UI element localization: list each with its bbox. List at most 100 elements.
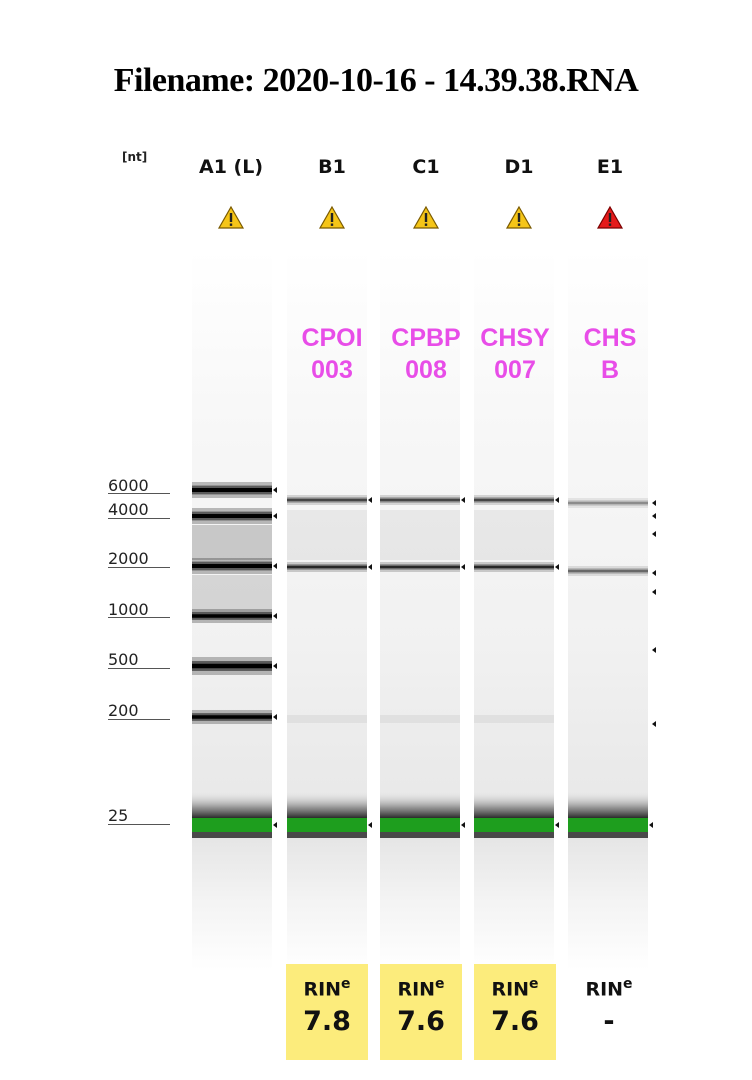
band-marker-arrow [652,570,656,576]
gel-lane-shade [474,790,554,820]
band-marker-arrow [368,564,372,570]
ladder-label-4000: 4000 [108,500,149,519]
ladder-label-1000: 1000 [108,600,149,619]
lane-label-a1: A1 (L) [198,156,263,178]
ladder-tick [108,567,170,568]
band-marker-arrow [652,647,656,653]
ladder-label-2000: 2000 [108,549,149,568]
gel-lane-shade [287,790,367,820]
band-marker-arrow [461,497,465,503]
gel-lane-shade [380,832,460,838]
rrna-18s-band [287,565,367,569]
band-marker-arrow [368,497,372,503]
rin-box-d1: RINe 7.6 [474,964,556,1060]
ladder-band [192,488,272,492]
gel-lane-shade [287,832,367,838]
gel-lane-shade [380,790,460,820]
lower-marker-band [568,818,648,832]
ladder-tick [108,617,170,618]
rrna-28s-band [380,498,460,502]
rin-box-b1: RINe 7.8 [286,964,368,1060]
band-marker-arrow [273,714,277,720]
gel-lane-shade [568,832,648,838]
lower-marker-band [192,818,272,832]
rin-value: 7.6 [491,1006,539,1038]
lower-marker-band [474,818,554,832]
band-marker-arrow [273,822,277,828]
lane-label-b1: B1 [318,156,346,178]
rrna-28s-band [474,498,554,502]
ladder-tick [108,518,170,519]
band-marker-arrow [555,497,559,503]
lane-label-c1: C1 [412,156,440,178]
gel-smear [474,510,554,560]
band-marker-arrow [649,822,653,828]
band-marker-arrow [652,589,656,595]
rrna-18s-band [380,565,460,569]
band-marker-arrow [652,721,656,727]
band-marker-arrow [273,663,277,669]
ladder-label-200: 200 [108,701,139,720]
filename-title: Filename: 2020-10-16 - 14.39.38.RNA [113,62,639,99]
rrna-28s-band [568,498,648,508]
gel-smear [380,715,460,723]
rin-value: - [603,1006,615,1038]
rin-box-e1: RINe - [568,964,650,1060]
ladder-band [192,715,272,719]
band-marker-arrow [273,513,277,519]
rrna-28s-band [568,500,648,506]
warning-icon [217,205,245,229]
rrna-28s-band [287,498,367,502]
gel-lane [380,250,460,970]
gel-lane-shade [568,790,648,820]
rin-value: 7.8 [303,1006,351,1038]
gel-lane [474,250,554,970]
ladder-tick [108,493,170,494]
band-marker-arrow [652,513,656,519]
gel-lane-shade [474,832,554,838]
band-marker-arrow [652,500,656,506]
warning-icon [505,205,533,229]
ladder-label-25: 25 [108,806,129,825]
warning-icon [318,205,346,229]
rrna-18s-band [474,565,554,569]
ladder-band [192,614,272,618]
band-marker-arrow [368,822,372,828]
ladder-tick [108,824,170,825]
gel-lane [192,250,272,970]
lower-marker-band [287,818,367,832]
band-marker-arrow [273,613,277,619]
gel-smear [287,715,367,723]
gel-lane [568,250,648,970]
gel-lane-shade [192,832,272,838]
rrna-18s-band [568,568,648,574]
ladder-band [192,663,272,669]
band-marker-arrow [555,822,559,828]
band-marker-arrow [652,531,656,537]
gel-smear [474,715,554,723]
gel-smear [380,510,460,560]
band-marker-arrow [273,487,277,493]
rrna-18s-band [568,566,648,576]
rrna-18s-band [568,569,648,573]
ladder-haze [192,525,272,560]
gel-smear [287,510,367,560]
ladder-haze [192,575,272,613]
band-marker-arrow [461,564,465,570]
rin-value: 7.6 [397,1006,445,1038]
ladder-label-6000: 6000 [108,476,149,495]
ladder-tick [108,719,170,720]
ladder-tick [108,668,170,669]
nt-unit-label: [nt] [122,150,148,164]
lower-marker-band [380,818,460,832]
band-marker-arrow [555,564,559,570]
error-icon [596,205,624,229]
rin-box-c1: RINe 7.6 [380,964,462,1060]
lane-label-d1: D1 [504,156,534,178]
gel-lane [287,250,367,970]
